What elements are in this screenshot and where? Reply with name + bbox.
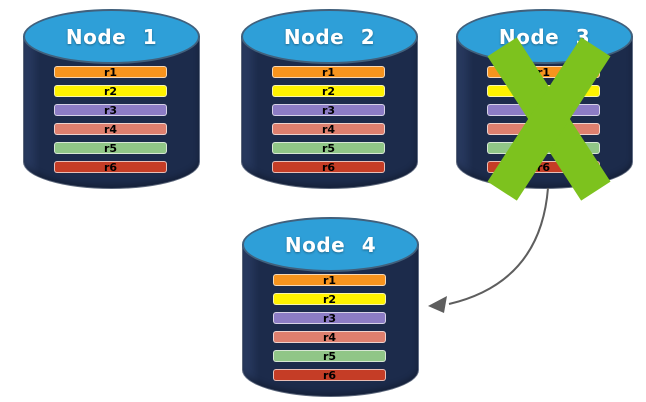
- node-2: Node 2 r1 r2 r3 r4 r5 r6: [241, 9, 418, 189]
- record-bar-r3: r3: [272, 104, 385, 116]
- record-bar-r4: r4: [54, 123, 167, 135]
- record-list: r1 r2 r3 r4 r5 r6: [273, 274, 386, 381]
- record-bar-r5: r5: [272, 142, 385, 154]
- record-bar-r6: r6: [272, 161, 385, 173]
- record-bar-r1: r1: [273, 274, 386, 286]
- record-bar-r4: r4: [273, 331, 386, 343]
- record-bar-r5: r5: [273, 350, 386, 362]
- record-bar-r4: r4: [272, 123, 385, 135]
- record-bar-r1: r1: [54, 66, 167, 78]
- record-list: r1 r2 r3 r4 r5 r6: [54, 66, 167, 173]
- record-bar-r6: r6: [54, 161, 167, 173]
- node-4: Node 4 r1 r2 r3 r4 r5 r6: [242, 217, 419, 397]
- record-bar-r6: r6: [273, 369, 386, 381]
- cylinder-top: Node 2: [241, 9, 418, 64]
- record-bar-r3: r3: [273, 312, 386, 324]
- failover-arrowhead-icon: [428, 296, 447, 313]
- record-bar-r3: r3: [54, 104, 167, 116]
- node-label: Node 2: [283, 24, 376, 49]
- failover-arrow-path: [448, 187, 549, 305]
- node-label: Node 4: [284, 232, 377, 257]
- failure-x-icon: [487, 36, 611, 201]
- record-bar-r1: r1: [272, 66, 385, 78]
- node-1: Node 1 r1 r2 r3 r4 r5 r6: [23, 9, 200, 189]
- record-bar-r2: r2: [54, 85, 167, 97]
- record-list: r1 r2 r3 r4 r5 r6: [272, 66, 385, 173]
- record-bar-r2: r2: [272, 85, 385, 97]
- record-bar-r5: r5: [54, 142, 167, 154]
- record-bar-r2: r2: [273, 293, 386, 305]
- cylinder-top: Node 4: [242, 217, 419, 272]
- node-label: Node 1: [65, 24, 158, 49]
- cylinder-top: Node 1: [23, 9, 200, 64]
